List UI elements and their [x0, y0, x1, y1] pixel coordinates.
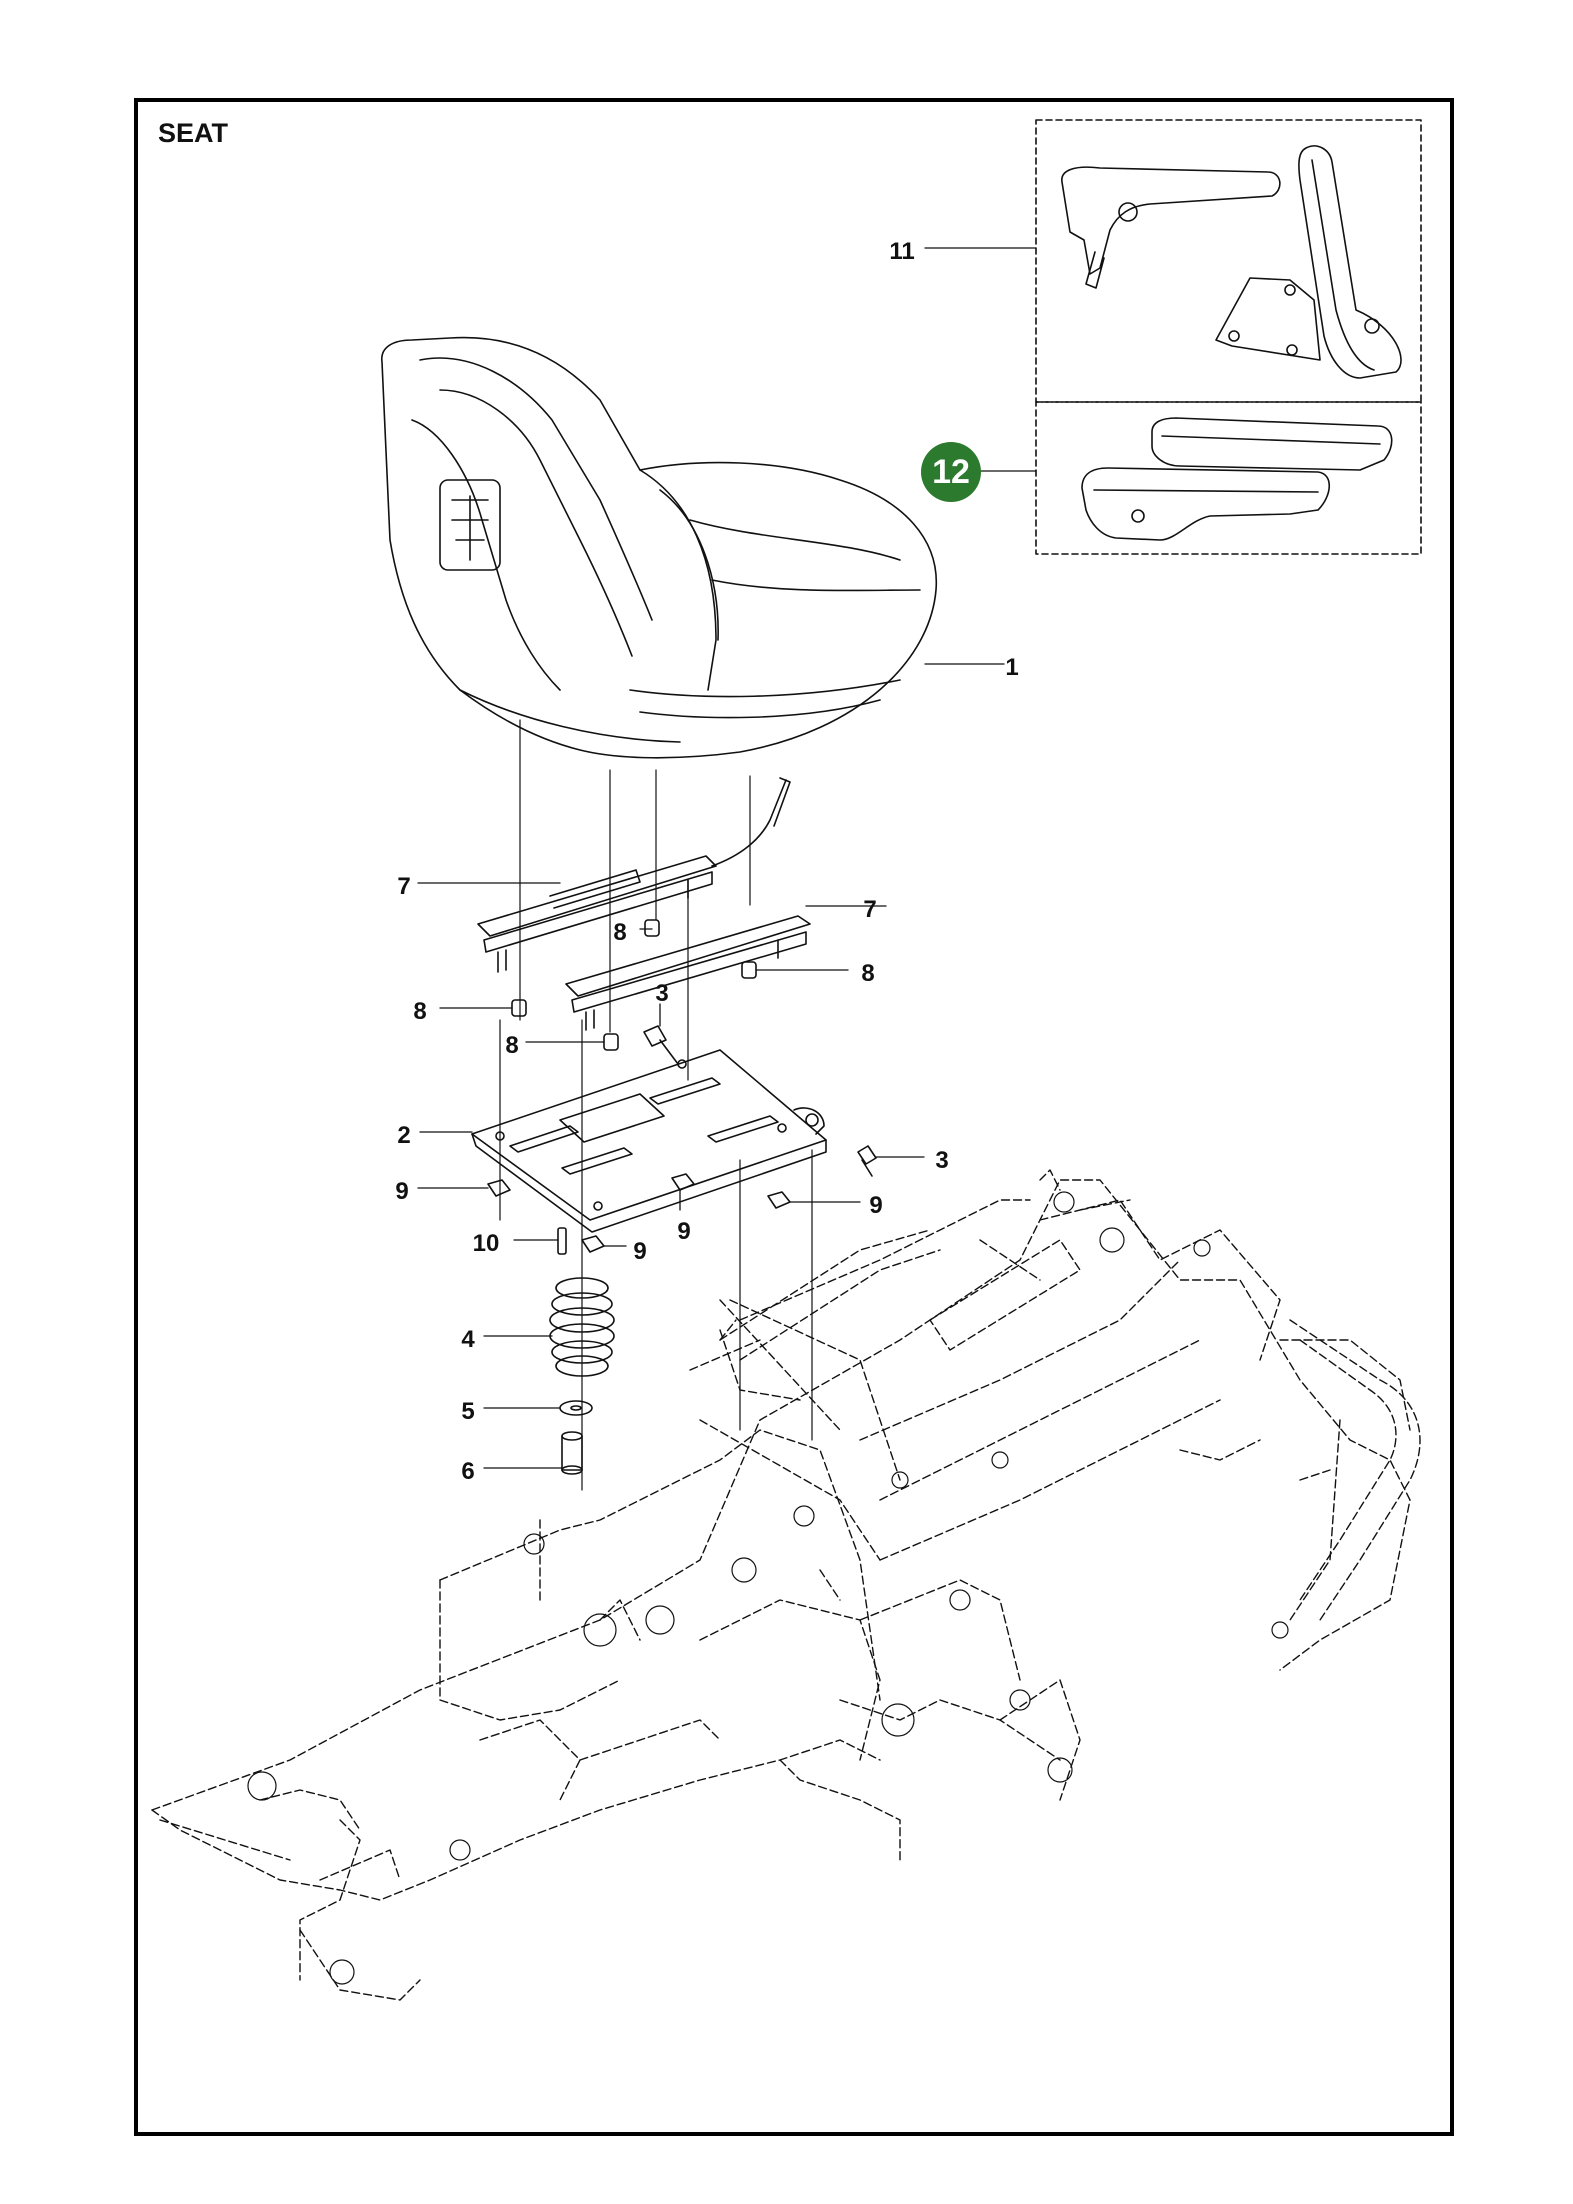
part-1-seat [381, 336, 938, 759]
part-6-bushing [561, 1431, 583, 1475]
callout-part-9: 9 [869, 1192, 883, 1219]
callout-part-8: 8 [861, 960, 875, 987]
part-7-seat-rails [477, 777, 811, 1031]
part-10-pin [557, 1227, 567, 1255]
page-title: SEAT [158, 118, 229, 148]
frame-handle-tube [719, 1229, 1421, 1621]
callout-part-9: 9 [677, 1218, 691, 1245]
callout-part-3: 3 [935, 1147, 949, 1174]
callout-part-8: 8 [613, 919, 627, 946]
callout-part-12-badge[interactable]: 12 [921, 442, 981, 502]
callout-leader-lines [417, 247, 1037, 1469]
callout-part-9: 9 [395, 1178, 409, 1205]
tractor-frame-holes [247, 1191, 1289, 1985]
callout-part-6: 6 [461, 1458, 475, 1485]
callout-part-11: 11 [889, 238, 915, 265]
callout-part-4: 4 [461, 1326, 475, 1353]
part-2-mounting-plate [471, 1049, 827, 1233]
armrest-detail-box-12 [1035, 401, 1422, 555]
callout-part-7: 7 [863, 896, 877, 923]
callout-part-7: 7 [397, 873, 411, 900]
armrest-detail-box-11 [1035, 119, 1422, 403]
assembly-guide-lines [499, 719, 813, 1491]
callout-part-1: 1 [1005, 654, 1019, 681]
tractor-frame [151, 1169, 1411, 2001]
part-11-armrest-kit [1061, 145, 1402, 379]
part-12-armrest-pads [1081, 417, 1393, 541]
part-5-washer [559, 1400, 593, 1416]
diagram-frame [134, 98, 1454, 2136]
callout-part-5: 5 [461, 1398, 475, 1425]
callout-part-8: 8 [505, 1032, 519, 1059]
part-4-spring [549, 1277, 615, 1377]
callout-part-9: 9 [633, 1238, 647, 1265]
callout-part-2: 2 [397, 1122, 411, 1149]
callout-part-8: 8 [413, 998, 427, 1025]
part-3-bolts [643, 1025, 877, 1177]
callout-part-10: 10 [472, 1230, 500, 1257]
callout-part-3: 3 [655, 980, 669, 1007]
